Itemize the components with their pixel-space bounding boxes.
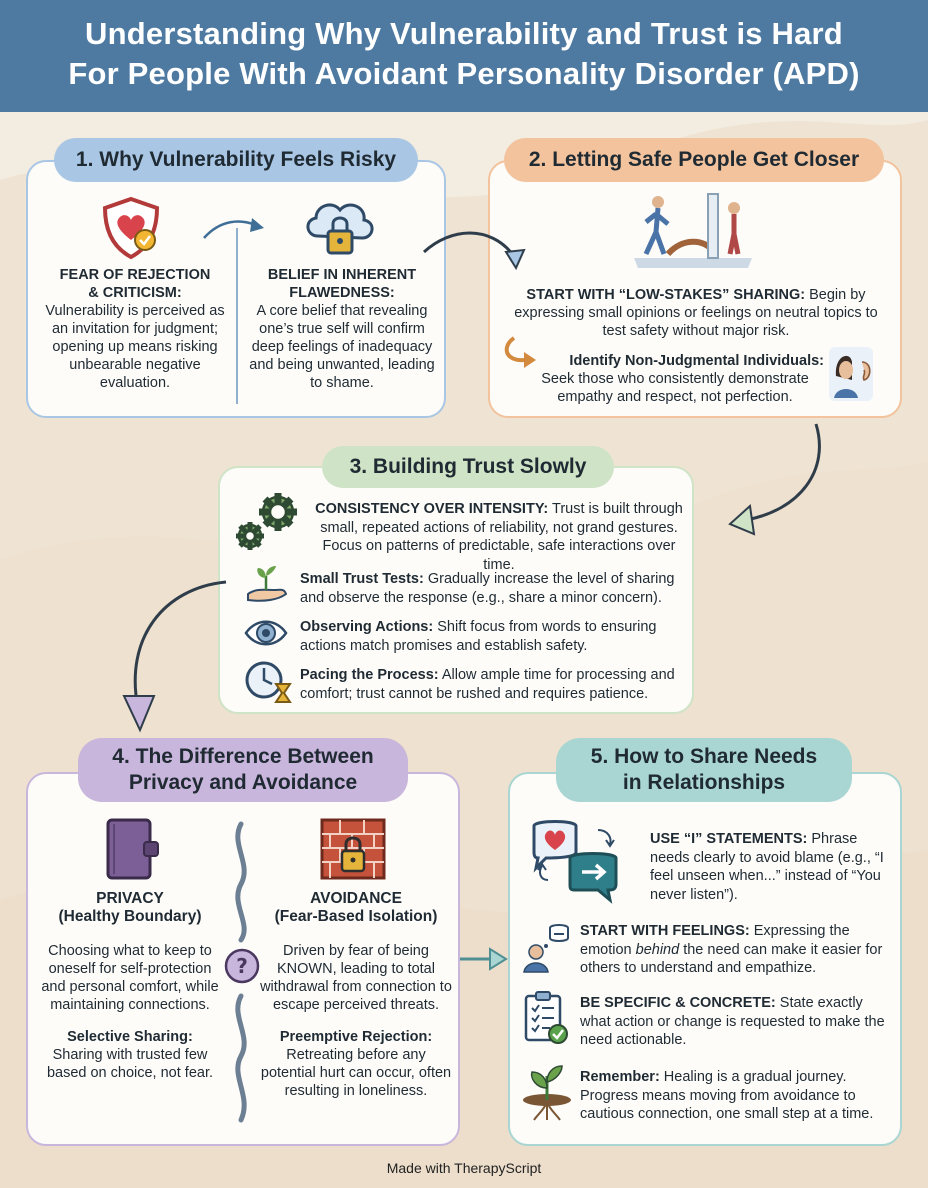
thinking-person-icon — [523, 924, 569, 973]
brick-wall-lock-icon — [320, 818, 386, 880]
arrow-icon — [203, 218, 264, 239]
preemptive-rejection-body: Retreating before any potential hurt can… — [260, 1047, 452, 1099]
remember-note: Remember: Healing is a gradual journey. … — [580, 1068, 894, 1124]
privacy-body: Choosing what to keep to oneself for sel… — [41, 943, 219, 1013]
avoidance-sub: (Fear-Based Isolation) — [274, 908, 438, 925]
small-trust-tests-body: Gradually increase the level of sharing … — [300, 571, 675, 606]
fear-heading-2: & CRITICISM: — [88, 285, 182, 301]
specific-lead: BE SPECIFIC & CONCRETE: — [580, 995, 776, 1011]
privacy-block: PRIVACY (Healthy Boundary) Choosing what… — [36, 890, 224, 1082]
section5-title: 5. How to Share Needs in Relationships — [556, 738, 852, 802]
remember-body: Healing is a gradual journey. Progress m… — [580, 1069, 874, 1122]
section4-title-line1: 4. The Difference Between — [112, 745, 374, 768]
page-title-line2: For People With Avoidant Personality Dis… — [68, 56, 860, 91]
use-i-statements: USE “I” STATEMENTS: Phrase needs clearly… — [650, 830, 888, 904]
pacing-the-process: Pacing the Process: Allow ample time for… — [300, 666, 686, 703]
selective-sharing-body: Sharing with trusted few based on choice… — [46, 1047, 214, 1081]
people-approaching-illustration — [634, 193, 752, 268]
flaw-heading-2: FLAWEDNESS: — [289, 285, 395, 301]
page-title-line1: Understanding Why Vulnerability and Trus… — [85, 16, 843, 51]
pacing-lead: Pacing the Process: — [300, 667, 439, 683]
svg-text:?: ? — [236, 954, 248, 978]
low-stakes-lead: START WITH “LOW-STAKES” SHARING: — [526, 287, 806, 303]
i-statements-lead: USE “I” STATEMENTS: — [650, 831, 808, 847]
be-specific-concrete: BE SPECIFIC & CONCRETE: State exactly wh… — [580, 994, 886, 1050]
consistency-over-intensity: CONSISTENCY OVER INTENSITY: Trust is bui… — [312, 500, 686, 574]
arrow-icon — [122, 580, 227, 733]
arrow-icon — [422, 231, 526, 271]
small-trust-tests-lead: Small Trust Tests: — [300, 571, 424, 587]
section3-title: 3. Building Trust Slowly — [322, 446, 614, 488]
feelings-body-b: the need can make it easier for others t… — [580, 941, 883, 977]
preemptive-rejection-lead: Preemptive Rejection: — [279, 1029, 433, 1045]
section1-divider — [236, 228, 238, 404]
section1-title: 1. Why Vulnerability Feels Risky — [54, 138, 418, 182]
fear-body: Vulnerability is perceived as an invitat… — [45, 303, 225, 391]
feelings-body-em: behind — [635, 941, 680, 958]
section4-title-line2: Privacy and Avoidance — [128, 771, 358, 794]
observing-actions-body: Shift focus from words to ensuring actio… — [300, 619, 657, 654]
footer-credit: Made with TherapyScript — [386, 1160, 542, 1176]
section3-card — [218, 466, 694, 714]
feelings-lead: START WITH FEELINGS: — [580, 923, 750, 939]
observing-actions-lead: Observing Actions: — [300, 619, 434, 635]
section4-title: 4. The Difference Between Privacy and Av… — [78, 738, 408, 802]
low-stakes-body: Begin by expressing small opinions or fe… — [514, 287, 878, 339]
flaw-body: A core belief that revealing one’s true … — [249, 303, 435, 391]
question-icon: ? — [224, 948, 260, 984]
speech-bubbles-icon — [532, 820, 618, 904]
avoidance-body: Driven by fear of being KNOWN, leading t… — [260, 943, 452, 1013]
listening-person-icon — [829, 347, 873, 401]
gears-icon — [236, 493, 297, 550]
section5-title-line2: in Relationships — [622, 771, 786, 794]
flaw-heading-1: BELIEF IN INHERENT — [267, 267, 417, 283]
pacing-body: Allow ample time for processing and comf… — [300, 667, 675, 702]
consistency-lead: CONSISTENCY OVER INTENSITY: — [315, 501, 549, 517]
observing-actions: Observing Actions: Shift focus from word… — [300, 618, 686, 655]
non-judgmental-lead: Identify Non-Judgmental Individuals: — [569, 353, 824, 369]
feelings-body-a: Expressing the emotion — [580, 923, 850, 958]
consistency-body: Trust is built through small, repeated a… — [320, 501, 683, 573]
low-stakes-sharing: START WITH “LOW-STAKES” SHARING: Begin b… — [504, 286, 888, 340]
i-statements-body: Phrase needs clearly to avoid blame (e.g… — [650, 831, 884, 903]
selective-sharing-lead: Selective Sharing: — [67, 1029, 193, 1045]
privacy-sub: (Healthy Boundary) — [58, 908, 202, 925]
non-judgmental-individuals: Identify Non-Judgmental Individuals: See… — [520, 352, 830, 406]
clipboard-check-icon — [524, 991, 568, 1044]
wavy-divider — [235, 821, 247, 1123]
arrow-icon — [728, 423, 821, 536]
non-judgmental-body: Seek those who consistently demonstrate … — [541, 371, 809, 405]
heart-shield-icon — [102, 196, 160, 260]
small-trust-tests: Small Trust Tests: Gradually increase th… — [300, 570, 686, 607]
arrow-icon — [460, 947, 508, 971]
inherent-flawedness-block: BELIEF IN INHERENT FLAWEDNESS: A core be… — [244, 266, 440, 392]
specific-body: State exactly what action or change is r… — [580, 995, 885, 1048]
clock-hourglass-icon — [245, 661, 292, 703]
journal-icon — [106, 818, 159, 880]
section5-title-line1: 5. How to Share Needs — [590, 745, 818, 768]
sprout-hand-icon — [247, 566, 288, 602]
privacy-heading: PRIVACY — [96, 890, 164, 907]
avoidance-block: AVOIDANCE (Fear-Based Isolation) Driven … — [258, 890, 454, 1100]
page-title: Understanding Why Vulnerability and Trus… — [0, 0, 928, 112]
fear-heading-1: FEAR OF REJECTION — [59, 267, 211, 283]
curved-arrow-icon — [504, 336, 536, 368]
cloud-lock-icon — [306, 203, 374, 255]
start-with-feelings: START WITH FEELINGS: Expressing the emot… — [580, 922, 886, 978]
section2-title: 2. Letting Safe People Get Closer — [504, 138, 884, 182]
eye-icon — [244, 620, 288, 646]
avoidance-heading: AVOIDANCE — [310, 890, 402, 907]
sprout-roots-icon — [523, 1065, 571, 1121]
remember-lead: Remember: — [580, 1069, 660, 1085]
fear-of-rejection-block: FEAR OF REJECTION & CRITICISM: Vulnerabi… — [40, 266, 230, 392]
